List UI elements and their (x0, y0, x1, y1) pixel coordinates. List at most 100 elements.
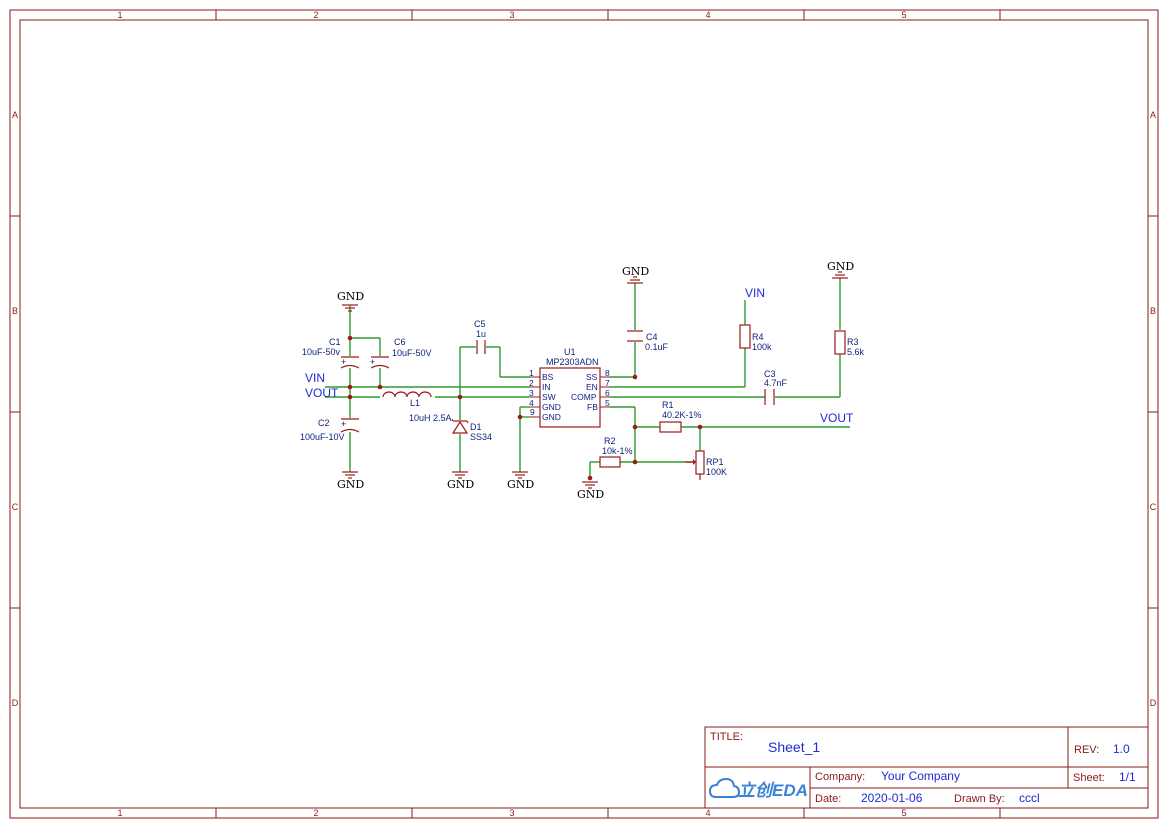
row-label-right: B (1150, 306, 1156, 316)
u1-ref: U1 (564, 347, 576, 357)
gnd-c1: GND (337, 290, 364, 312)
u1-pin-num: 8 (605, 368, 610, 378)
date-label: Date: (815, 793, 841, 805)
rev-label: REV: (1074, 744, 1099, 756)
row-label-left: B (12, 306, 18, 316)
date-value: 2020-01-06 (861, 791, 923, 805)
r2-ref: R2 (604, 436, 616, 446)
resistor-r2[interactable]: R2 10k-1% (599, 436, 633, 468)
u1-pin-num: 1 (529, 368, 534, 378)
resistor-r4[interactable]: R4 100k (739, 324, 772, 352)
sheet-value: 1/1 (1119, 770, 1136, 784)
potentiometer-rp1[interactable]: RP1 100K (685, 450, 727, 480)
col-label-top: 2 (313, 10, 318, 20)
d1-ref: D1 (470, 422, 482, 432)
u1-pin-num: 5 (605, 398, 610, 408)
rp1-ref: RP1 (706, 457, 724, 467)
col-label-bottom: 4 (705, 808, 710, 818)
c2-value: 100uF-10V (300, 432, 345, 442)
u1-pin-num: 2 (529, 378, 534, 388)
u1-pin-name: FB (587, 402, 598, 412)
col-label-top: 4 (705, 10, 710, 20)
c5-ref: C5 (474, 319, 486, 329)
gnd-c2: GND (337, 471, 364, 491)
resistor-r1[interactable]: R1 40.2K-1% (659, 400, 702, 433)
title-label: TITLE: (710, 731, 743, 743)
gnd-u1: GND (507, 471, 534, 491)
svg-text:+: + (341, 419, 346, 429)
gnd-label: GND (827, 260, 854, 273)
gnd-label: GND (507, 478, 534, 491)
row-label-right: A (1150, 110, 1156, 120)
capacitor-c2[interactable]: + C2 100uF-10V (300, 418, 360, 442)
r3-value: 5.6k (847, 347, 865, 357)
u1-pin-num: 3 (529, 388, 534, 398)
gnd-d1: GND (447, 471, 474, 491)
c1-value: 10uF-50v (302, 347, 341, 357)
r1-ref: R1 (662, 400, 674, 410)
col-label-bottom: 2 (313, 808, 318, 818)
row-label-left: D (12, 698, 19, 708)
row-label-right: C (1150, 502, 1157, 512)
r4-value: 100k (752, 342, 772, 352)
zone-labels: 1 2 3 4 5 1 2 3 4 5 A B C D A B C D (12, 10, 1157, 818)
u1-pin-name: GND (542, 412, 561, 422)
gnd-label: GND (337, 290, 364, 303)
c1-ref: C1 (329, 337, 341, 347)
company-value: Your Company (881, 769, 960, 783)
gnd-label: GND (337, 478, 364, 491)
ic-u1[interactable]: U1 MP2303ADN 1 BS 2 IN 3 SW 4 GND 9 GND … (529, 347, 610, 428)
inductor-l1[interactable]: L1 10uH 2.5A (382, 391, 452, 423)
gnd-label: GND (447, 478, 474, 491)
c4-ref: C4 (646, 332, 658, 342)
row-label-right: D (1150, 698, 1157, 708)
gnd-label: GND (577, 488, 604, 501)
gnd-label: GND (622, 265, 649, 278)
r1-value: 40.2K-1% (662, 410, 702, 420)
title-value: Sheet_1 (768, 739, 820, 755)
c3-value: 4.7nF (764, 378, 788, 388)
drawn-by-value: cccl (1019, 791, 1040, 805)
u1-pin-name: COMP (571, 392, 597, 402)
u1-pin-name: BS (542, 372, 554, 382)
sheet-frame (9, 9, 1159, 819)
capacitor-c6[interactable]: + C6 10uF-50V (370, 337, 432, 369)
net-label-vout-left: VOUT (305, 386, 339, 400)
col-label-bottom: 1 (117, 808, 122, 818)
sheet-label: Sheet: (1073, 772, 1105, 784)
gnd-r3: GND (827, 260, 854, 279)
u1-pin-name: SS (586, 372, 598, 382)
company-label: Company: (815, 771, 865, 783)
row-label-left: A (12, 110, 18, 120)
capacitor-c3[interactable]: C3 4.7nF (764, 369, 788, 405)
capacitor-c4[interactable]: C4 0.1uF (627, 330, 669, 352)
gnd-c4: GND (622, 265, 649, 284)
logo-text: 立创EDA (738, 781, 808, 800)
capacitor-c1[interactable]: + C1 10uF-50v (302, 337, 360, 369)
u1-value: MP2303ADN (546, 357, 599, 367)
net-label-vout: VOUT (820, 411, 854, 425)
u1-pin-name: GND (542, 402, 561, 412)
diode-d1[interactable]: D1 SS34 (451, 418, 492, 442)
rp1-value: 100K (706, 467, 727, 477)
c5-value: 1u (476, 329, 486, 339)
col-label-top: 5 (901, 10, 906, 20)
capacitor-c5[interactable]: C5 1u (474, 319, 486, 354)
easyeda-logo: 立创EDA (708, 777, 808, 800)
wires (325, 278, 850, 478)
u1-pin-name: SW (542, 392, 556, 402)
u1-pin-name: EN (586, 382, 598, 392)
net-label-vin-left: VIN (305, 371, 325, 385)
u1-pin-num: 9 (530, 407, 535, 417)
resistor-r3[interactable]: R3 5.6k (834, 330, 865, 357)
c4-value: 0.1uF (645, 342, 669, 352)
svg-text:+: + (341, 357, 346, 367)
svg-text:+: + (370, 357, 375, 367)
c3-ref: C3 (764, 369, 776, 379)
col-label-bottom: 5 (901, 808, 906, 818)
u1-pin-num: 6 (605, 388, 610, 398)
row-label-left: C (12, 502, 19, 512)
title-block: TITLE: Sheet_1 REV: 1.0 Company: Your Co… (704, 726, 1149, 809)
col-label-top: 1 (117, 10, 122, 20)
